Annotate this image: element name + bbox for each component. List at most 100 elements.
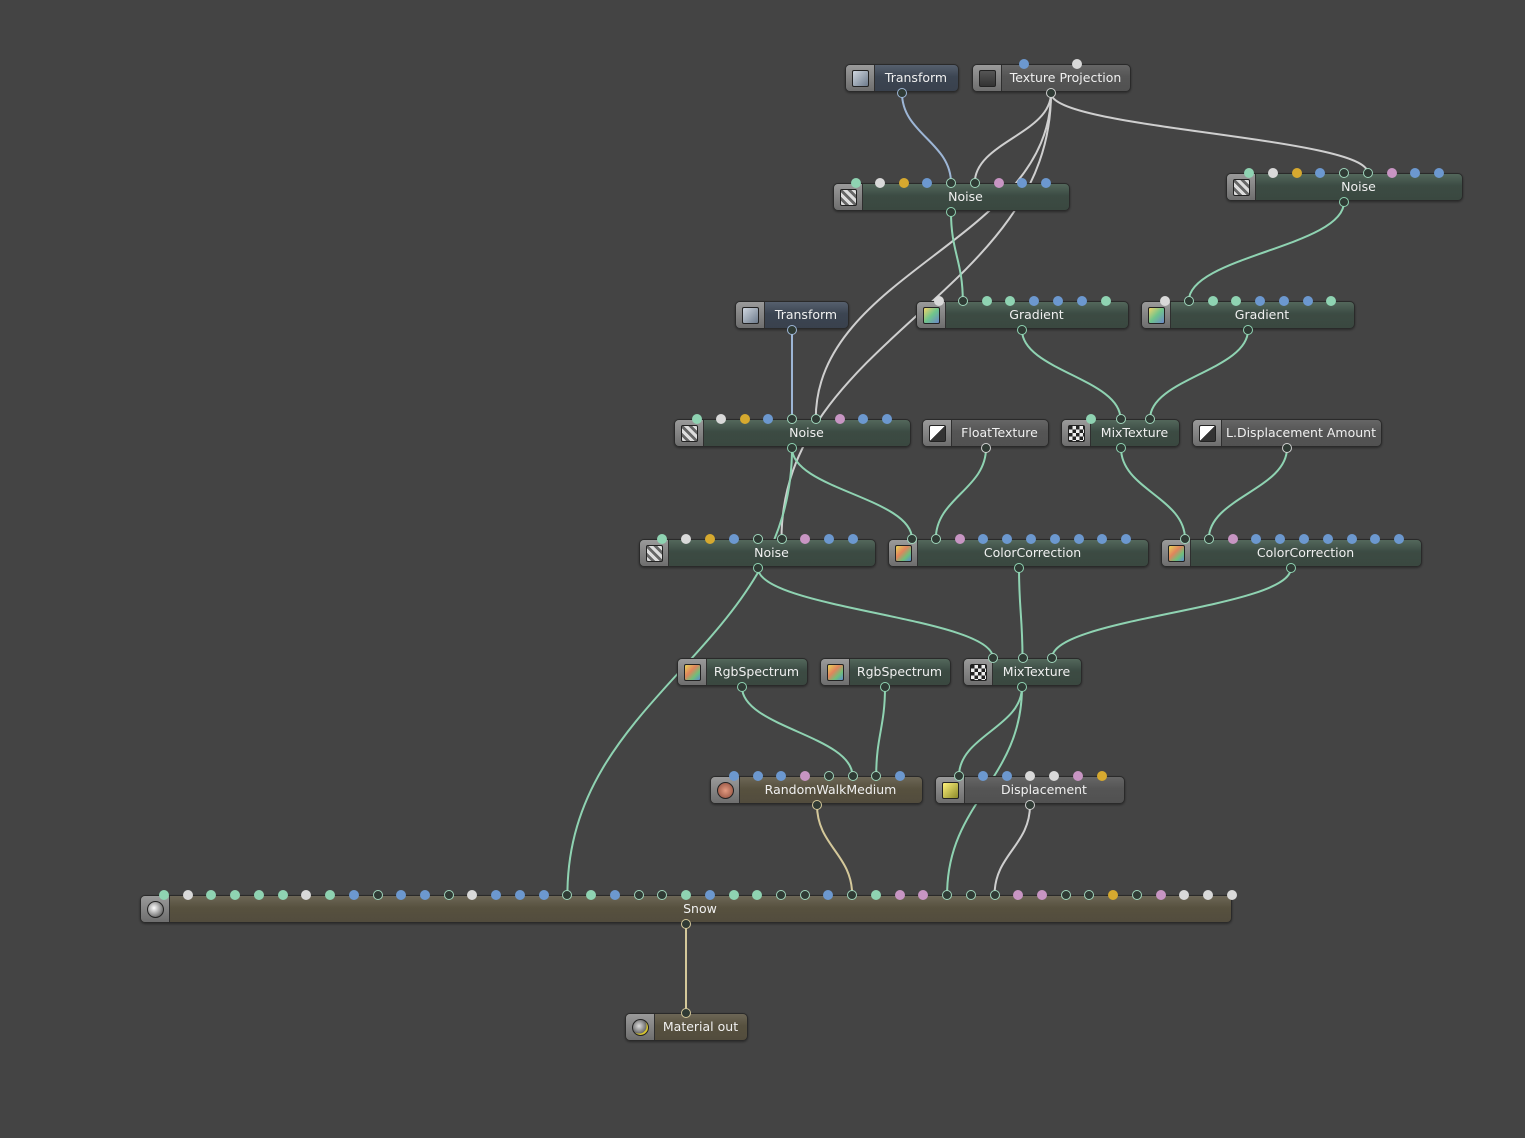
input-port[interactable] <box>1180 534 1190 544</box>
node-gradB[interactable]: Gradient <box>1141 301 1355 329</box>
input-port[interactable] <box>1115 414 1126 424</box>
wire-mix1-to-ccB[interactable] <box>1120 447 1186 540</box>
input-port[interactable] <box>1073 771 1083 781</box>
input-port[interactable] <box>934 296 944 306</box>
output-port[interactable] <box>1014 563 1024 573</box>
input-port[interactable] <box>810 414 821 424</box>
input-port[interactable] <box>1121 534 1132 544</box>
node-float[interactable]: FloatTexture <box>922 419 1049 447</box>
wire-noiseD-to-mix2[interactable] <box>757 567 994 659</box>
input-port[interactable] <box>253 890 264 900</box>
input-port[interactable] <box>1019 59 1029 69</box>
input-port[interactable] <box>420 890 431 900</box>
wire-rwm-to-snow[interactable] <box>816 804 854 896</box>
input-port[interactable] <box>957 296 968 306</box>
input-port[interactable] <box>851 178 861 188</box>
input-port[interactable] <box>1346 534 1357 544</box>
input-port[interactable] <box>1029 296 1040 306</box>
input-port[interactable] <box>1001 771 1012 781</box>
node-mix2[interactable]: MixTexture <box>963 658 1082 686</box>
input-port[interactable] <box>1086 414 1096 424</box>
input-port[interactable] <box>977 771 988 781</box>
output-port[interactable] <box>1243 325 1253 335</box>
wire-texproj-to-noiseC[interactable] <box>814 92 1052 420</box>
wire-noiseB-to-gradB[interactable] <box>1187 201 1345 302</box>
input-port[interactable] <box>681 1008 691 1018</box>
input-port[interactable] <box>1326 296 1337 306</box>
node-transform2[interactable]: Transform <box>735 301 849 329</box>
input-port[interactable] <box>752 890 763 900</box>
wire-noiseC-to-ccA[interactable] <box>791 447 913 540</box>
input-port[interactable] <box>491 890 502 900</box>
input-port[interactable] <box>1084 890 1095 900</box>
input-port[interactable] <box>1339 168 1349 178</box>
output-port[interactable] <box>1116 443 1126 453</box>
input-port[interactable] <box>1073 534 1084 544</box>
output-port[interactable] <box>880 682 890 692</box>
input-port[interactable] <box>978 534 989 544</box>
input-port[interactable] <box>230 890 241 900</box>
input-port[interactable] <box>325 890 336 900</box>
input-port[interactable] <box>680 534 691 544</box>
input-port[interactable] <box>372 890 383 900</box>
input-port[interactable] <box>657 534 667 544</box>
input-port[interactable] <box>1302 296 1313 306</box>
input-port[interactable] <box>918 890 929 900</box>
node-rgb1[interactable]: RgbSpectrum <box>677 658 808 686</box>
input-port[interactable] <box>776 771 787 781</box>
output-port[interactable] <box>1017 682 1027 692</box>
wire-transform1-to-noiseA[interactable] <box>901 92 952 184</box>
wire-mix2-to-disp[interactable] <box>958 686 1023 777</box>
input-port[interactable] <box>942 890 953 900</box>
input-port[interactable] <box>159 890 169 900</box>
output-port[interactable] <box>1339 197 1349 207</box>
input-port[interactable] <box>858 414 869 424</box>
input-port[interactable] <box>633 890 644 900</box>
wire-disp-to-snow[interactable] <box>993 804 1031 896</box>
wire-gradA-to-mix1[interactable] <box>1021 329 1122 420</box>
node-ccB[interactable]: ColorCorrection <box>1161 539 1422 567</box>
input-port[interactable] <box>848 534 859 544</box>
input-port[interactable] <box>609 890 620 900</box>
input-port[interactable] <box>728 534 739 544</box>
output-port[interactable] <box>787 325 797 335</box>
output-port[interactable] <box>981 443 991 453</box>
input-port[interactable] <box>1041 178 1051 188</box>
input-port[interactable] <box>1362 168 1373 178</box>
output-port[interactable] <box>1017 325 1027 335</box>
input-port[interactable] <box>1049 771 1060 781</box>
input-port[interactable] <box>894 890 905 900</box>
output-port[interactable] <box>812 800 822 810</box>
input-port[interactable] <box>752 534 763 544</box>
input-port[interactable] <box>894 771 905 781</box>
wire-ldisp-to-ccB[interactable] <box>1207 447 1288 540</box>
input-port[interactable] <box>1434 168 1444 178</box>
input-port[interactable] <box>787 414 797 424</box>
input-port[interactable] <box>776 534 787 544</box>
input-port[interactable] <box>1203 890 1214 900</box>
node-ldisp[interactable]: L.Displacement Amount <box>1192 419 1382 447</box>
wire-rgb1-to-rwm[interactable] <box>741 686 854 777</box>
wire-texproj-to-noiseA[interactable] <box>973 92 1052 184</box>
input-port[interactable] <box>823 890 834 900</box>
input-port[interactable] <box>1108 890 1119 900</box>
input-port[interactable] <box>993 178 1004 188</box>
input-port[interactable] <box>1278 296 1289 306</box>
input-port[interactable] <box>989 890 1000 900</box>
input-port[interactable] <box>348 890 359 900</box>
input-port[interactable] <box>562 890 573 900</box>
input-port[interactable] <box>1076 296 1087 306</box>
input-port[interactable] <box>1049 534 1060 544</box>
input-port[interactable] <box>1394 534 1405 544</box>
input-port[interactable] <box>1231 296 1242 306</box>
input-port[interactable] <box>538 890 549 900</box>
output-port[interactable] <box>753 563 763 573</box>
input-port[interactable] <box>1255 296 1265 306</box>
input-port[interactable] <box>874 178 885 188</box>
input-port[interactable] <box>1386 168 1397 178</box>
input-port[interactable] <box>1155 890 1166 900</box>
input-port[interactable] <box>799 890 810 900</box>
input-port[interactable] <box>1315 168 1326 178</box>
output-port[interactable] <box>1046 88 1056 98</box>
output-port[interactable] <box>1282 443 1292 453</box>
